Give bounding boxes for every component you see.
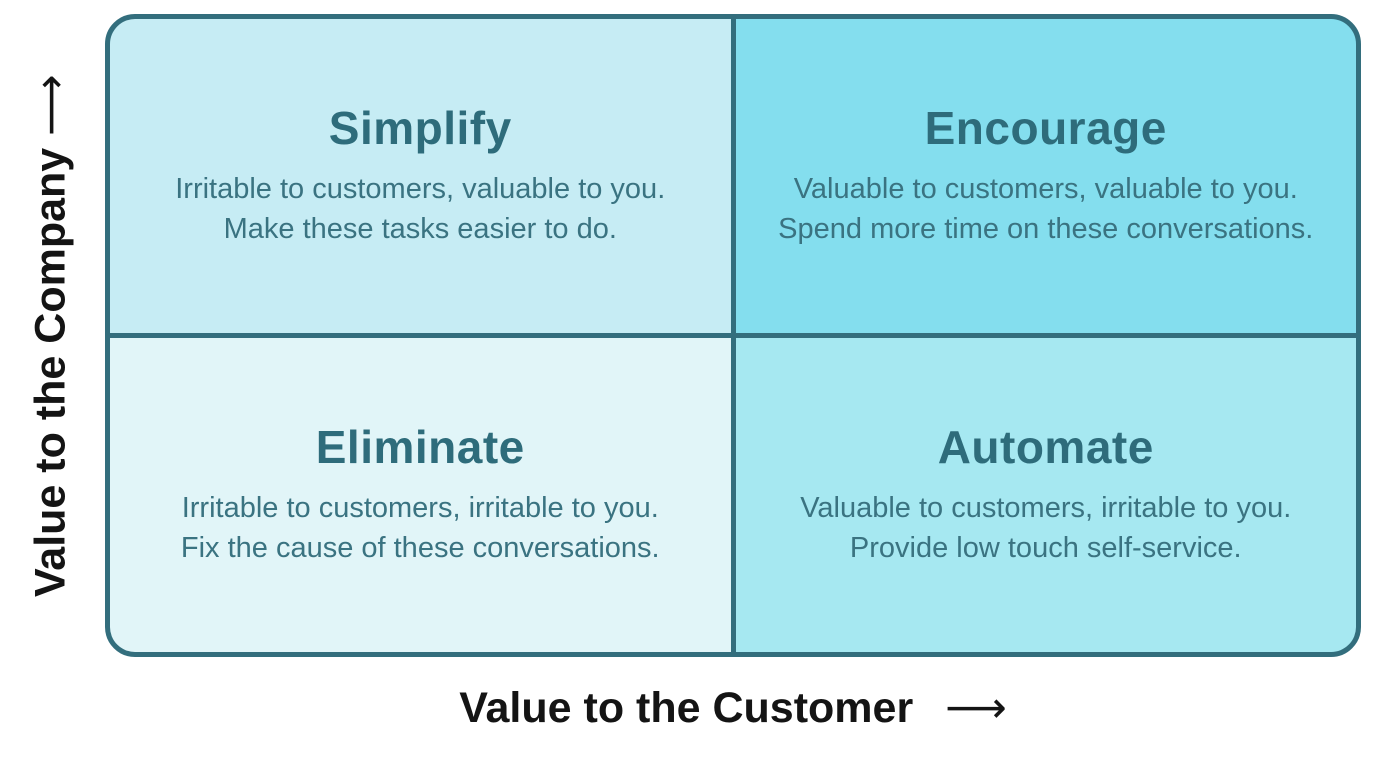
quadrant-eliminate: Eliminate Irritable to customers, irrita… <box>110 338 731 652</box>
quadrant-description-line: Irritable to customers, valuable to you. <box>175 173 666 206</box>
quadrant-title: Eliminate <box>315 420 525 473</box>
quadrant-title: Simplify <box>328 101 512 154</box>
y-axis-label-text: Value to the Company <box>26 147 75 597</box>
up-arrow-icon: ⟶ <box>27 74 75 136</box>
quadrant-description-line: Provide low touch self-service. <box>849 532 1242 565</box>
quadrant-matrix: Simplify Irritable to customers, valuabl… <box>105 14 1361 657</box>
quadrant-description-line: Irritable to customers, irritable to you… <box>181 492 659 525</box>
x-axis-label-text: Value to the Customer <box>459 684 914 732</box>
quadrant-encourage: Encourage Valuable to customers, valuabl… <box>735 19 1356 333</box>
right-arrow-icon: ⟶ <box>945 684 1007 732</box>
quadrant-description-line: Valuable to customers, irritable to you. <box>800 492 1292 525</box>
quadrant-description-line: Spend more time on these conversations. <box>778 213 1314 246</box>
quadrant-description-line: Valuable to customers, valuable to you. <box>793 173 1298 206</box>
quadrant-automate: Automate Valuable to customers, irritabl… <box>735 338 1356 652</box>
quadrant-description-line: Make these tasks easier to do. <box>223 213 617 246</box>
quadrant-title: Automate <box>937 420 1154 473</box>
x-axis-label: Value to the Customer ⟶ <box>105 683 1361 733</box>
quadrant-title: Encourage <box>924 101 1167 154</box>
y-axis-label: Value to the Company ⟶ <box>6 14 96 657</box>
quadrant-description-line: Fix the cause of these conversations. <box>180 532 660 565</box>
quadrant-simplify: Simplify Irritable to customers, valuabl… <box>110 19 731 333</box>
